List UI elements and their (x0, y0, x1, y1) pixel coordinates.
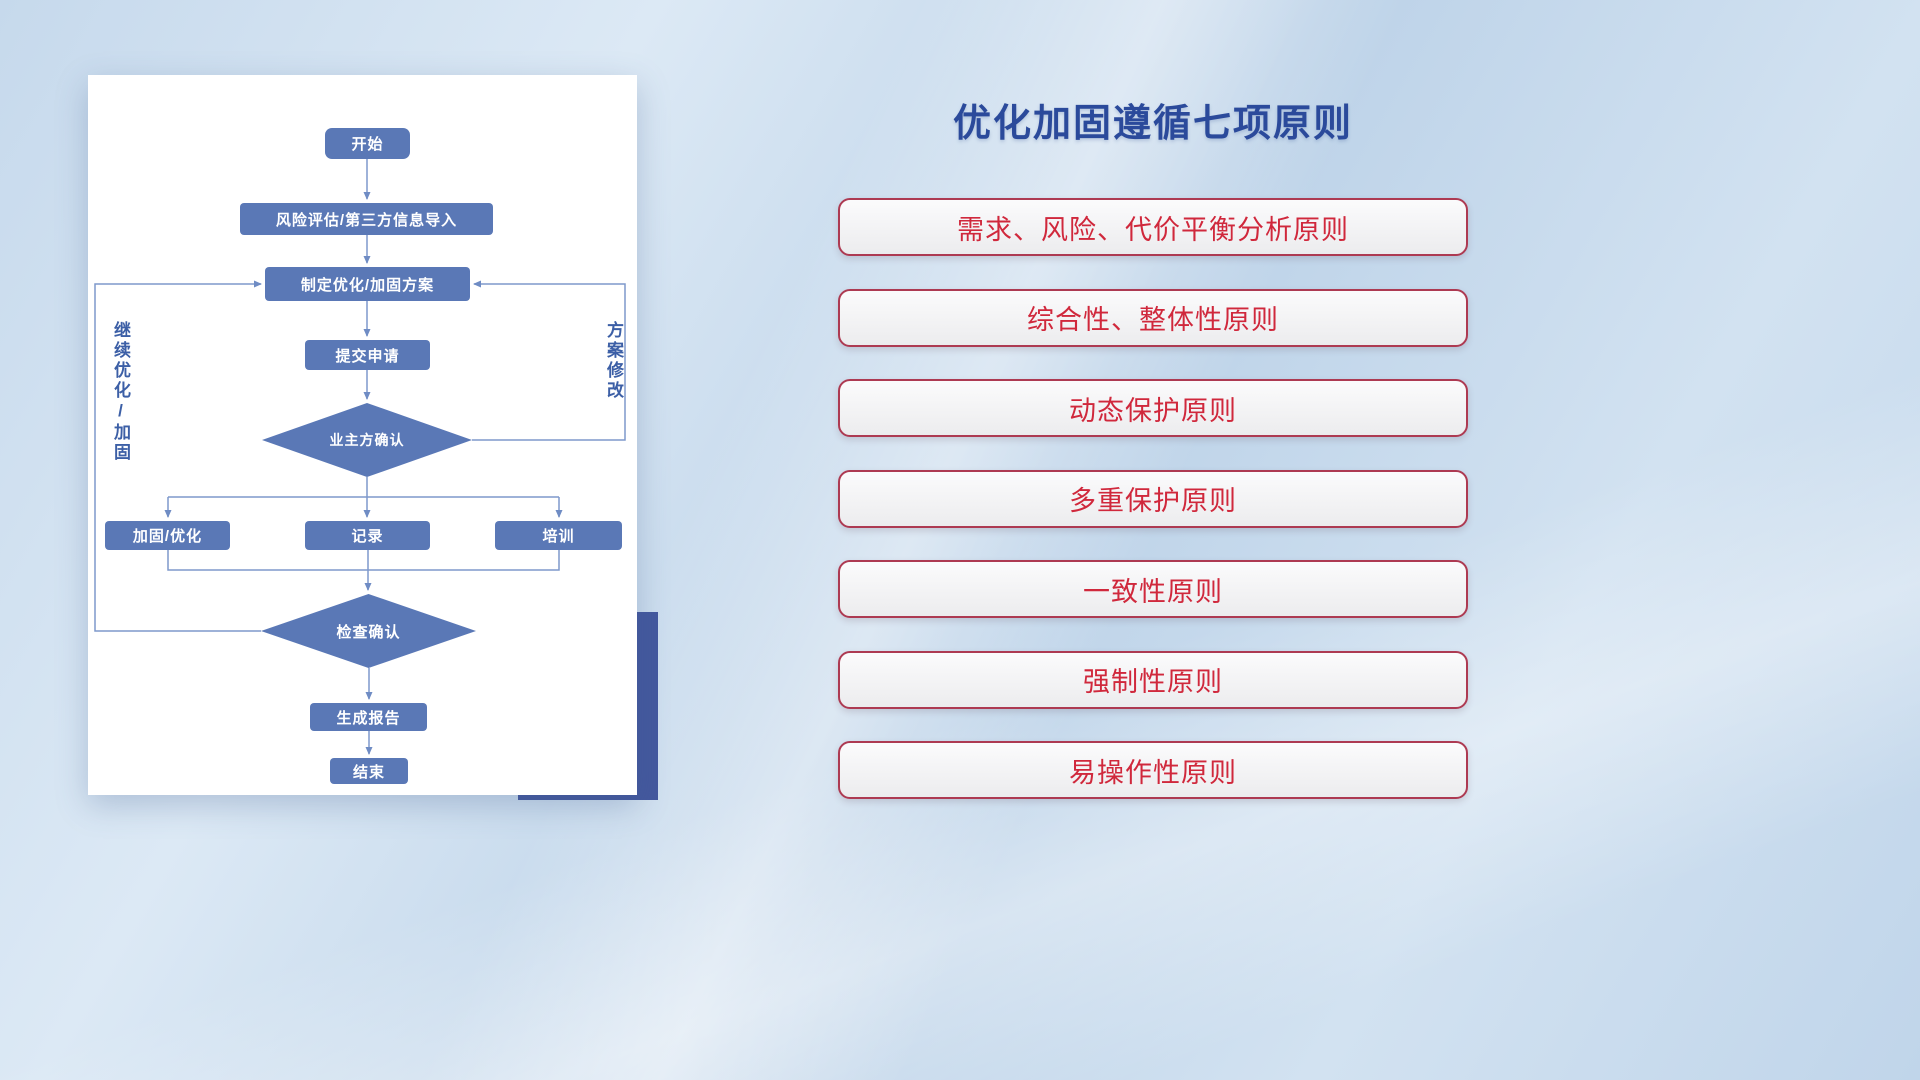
flow-node-start: 开始 (325, 128, 410, 159)
slide-title: 优化加固遵循七项原则 (952, 103, 1353, 145)
connector-plan-revision-loop (472, 280, 626, 441)
connector-merge (167, 550, 560, 571)
flowchart-card: 开始 风险评估/第三方信息导入 制定优化/加固方案 提交申请 业主方确认 加固/… (88, 75, 637, 795)
principles-list: 需求、风险、代价平衡分析原则 综合性、整体性原则 动态保护原则 多重保护原则 一… (838, 198, 1468, 799)
connector-continue-loop (94, 280, 262, 632)
principle-item-2: 综合性、整体性原则 (838, 288, 1468, 347)
principle-item-6: 强制性原则 (838, 650, 1468, 709)
flow-node-reinforce: 加固/优化 (105, 521, 230, 550)
principles-panel: 优化加固遵循七项原则 需求、风险、代价平衡分析原则 综合性、整体性原则 动态保护… (838, 0, 1468, 1080)
flow-node-report: 生成报告 (310, 703, 427, 731)
flow-node-submit: 提交申请 (305, 340, 430, 370)
principle-item-1: 需求、风险、代价平衡分析原则 (838, 198, 1468, 256)
connector-owner-split (168, 477, 559, 498)
flow-node-make-plan: 制定优化/加固方案 (265, 267, 470, 301)
flowchart-connectors (94, 158, 626, 755)
principle-item-3: 动态保护原则 (838, 379, 1468, 437)
flow-node-risk-import: 风险评估/第三方信息导入 (240, 203, 493, 235)
principle-item-4: 多重保护原则 (838, 469, 1468, 528)
flow-node-end: 结束 (330, 758, 408, 784)
flow-label-continue-loop: 继续优化/加固 (111, 321, 130, 463)
flow-label-plan-revision: 方案修改 (604, 321, 623, 401)
principle-item-5: 一致性原则 (838, 560, 1468, 618)
flow-node-record: 记录 (305, 521, 430, 550)
principle-item-7: 易操作性原则 (838, 741, 1468, 799)
flow-node-training: 培训 (495, 521, 622, 550)
